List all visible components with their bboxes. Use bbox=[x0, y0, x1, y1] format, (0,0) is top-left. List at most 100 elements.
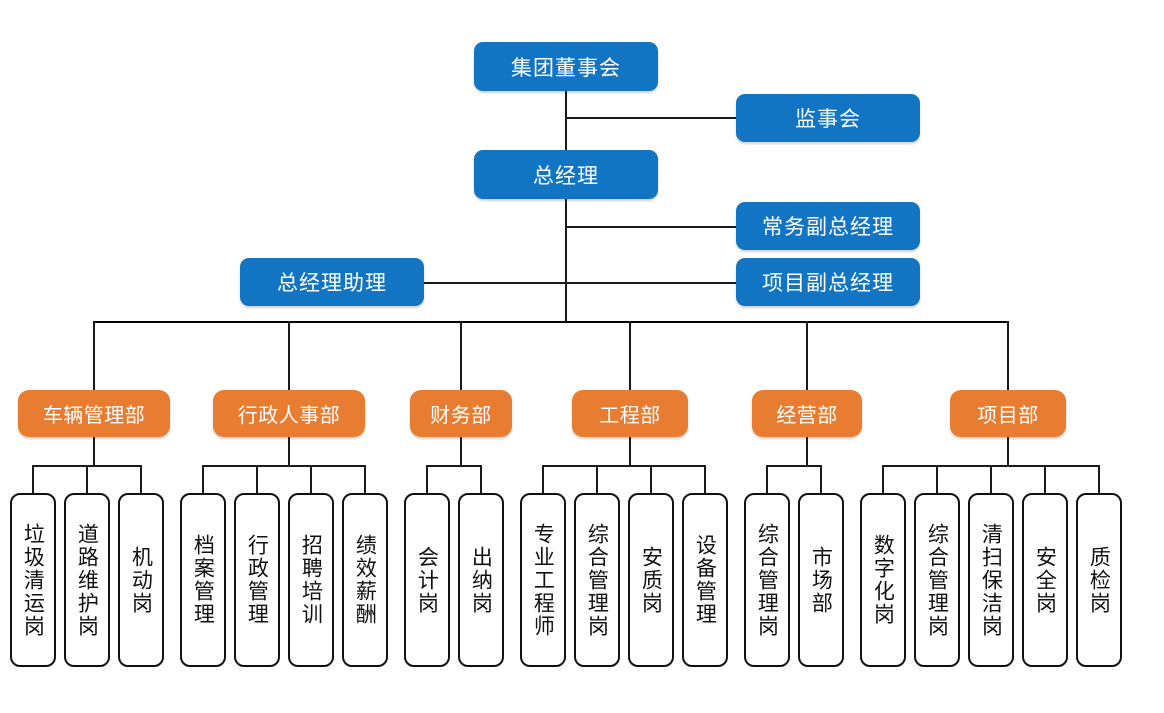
node-label: 绩效薪酬 bbox=[353, 534, 378, 626]
connector-subbus-to-position bbox=[990, 465, 992, 493]
node-label: 总经理 bbox=[533, 164, 599, 188]
node-position[interactable]: 出纳岗 bbox=[458, 493, 504, 667]
node-label: 招聘培训 bbox=[299, 534, 324, 626]
node-label: 集团董事会 bbox=[511, 56, 621, 80]
connector-department-stem bbox=[1007, 437, 1009, 465]
node-position[interactable]: 市场部 bbox=[798, 493, 844, 667]
node-project-deputy-gm[interactable]: 项目副总经理 bbox=[736, 258, 920, 306]
node-position[interactable]: 质检岗 bbox=[1076, 493, 1122, 667]
connector-department-subbus bbox=[883, 465, 1099, 467]
node-position[interactable]: 招聘培训 bbox=[288, 493, 334, 667]
node-label: 行政管理 bbox=[245, 534, 270, 626]
node-label: 清扫保洁岗 bbox=[979, 522, 1004, 638]
node-position[interactable]: 清扫保洁岗 bbox=[968, 493, 1014, 667]
connector-bus-to-department bbox=[806, 321, 808, 390]
node-label: 车辆管理部 bbox=[42, 405, 146, 427]
node-label: 工程部 bbox=[599, 405, 661, 427]
node-position[interactable]: 垃圾清运岗 bbox=[10, 493, 56, 667]
node-board-of-supervisors[interactable]: 监事会 bbox=[736, 94, 920, 142]
node-label: 会计岗 bbox=[415, 545, 440, 615]
node-label: 监事会 bbox=[795, 108, 861, 131]
node-label: 机动岗 bbox=[129, 545, 154, 615]
node-group-board[interactable]: 集团董事会 bbox=[474, 42, 658, 91]
node-label: 质检岗 bbox=[1087, 545, 1112, 615]
node-position[interactable]: 安全岗 bbox=[1022, 493, 1068, 667]
connector-subbus-to-position bbox=[426, 465, 428, 493]
node-position[interactable]: 综合管理岗 bbox=[744, 493, 790, 667]
node-label: 档案管理 bbox=[191, 534, 216, 626]
node-label: 总经理助理 bbox=[277, 272, 387, 295]
node-department[interactable]: 车辆管理部 bbox=[18, 390, 170, 437]
node-position[interactable]: 专业工程师 bbox=[520, 493, 566, 667]
node-label: 财务部 bbox=[430, 405, 492, 427]
connector-department-subbus bbox=[427, 465, 481, 467]
connector-subbus-to-position bbox=[1044, 465, 1046, 493]
connector-department-stem bbox=[460, 437, 462, 465]
node-position[interactable]: 行政管理 bbox=[234, 493, 280, 667]
node-position[interactable]: 会计岗 bbox=[404, 493, 450, 667]
connector-department-stem bbox=[288, 437, 290, 465]
connector-bus-to-department bbox=[629, 321, 631, 390]
node-department[interactable]: 工程部 bbox=[572, 390, 688, 437]
node-label: 项目部 bbox=[977, 405, 1039, 427]
connector-department-subbus bbox=[33, 465, 141, 467]
connector-gm-to-main-bus bbox=[565, 199, 567, 322]
node-label: 综合管理岗 bbox=[925, 522, 950, 638]
node-position[interactable]: 机动岗 bbox=[118, 493, 164, 667]
connector-subbus-to-position bbox=[820, 465, 822, 493]
node-position[interactable]: 数字化岗 bbox=[860, 493, 906, 667]
node-label: 垃圾清运岗 bbox=[21, 522, 46, 638]
connector-department-subbus bbox=[543, 465, 705, 467]
connector-department-subbus bbox=[203, 465, 365, 467]
node-position[interactable]: 综合管理岗 bbox=[574, 493, 620, 667]
node-position[interactable]: 综合管理岗 bbox=[914, 493, 960, 667]
node-position[interactable]: 档案管理 bbox=[180, 493, 226, 667]
node-label: 专业工程师 bbox=[531, 522, 556, 638]
node-label: 安全岗 bbox=[1033, 545, 1058, 615]
connector-subbus-to-position bbox=[86, 465, 88, 493]
connector-department-subbus bbox=[767, 465, 821, 467]
connector-subbus-to-position bbox=[310, 465, 312, 493]
node-label: 出纳岗 bbox=[469, 545, 494, 615]
node-position[interactable]: 绩效薪酬 bbox=[342, 493, 388, 667]
connector-bus-to-department bbox=[93, 321, 95, 390]
node-department[interactable]: 财务部 bbox=[410, 390, 512, 437]
connector-subbus-to-position bbox=[882, 465, 884, 493]
node-label: 常务副总经理 bbox=[762, 216, 894, 239]
connector-subbus-to-position bbox=[480, 465, 482, 493]
node-position[interactable]: 设备管理 bbox=[682, 493, 728, 667]
connector-subbus-to-position bbox=[256, 465, 258, 493]
connector-subbus-to-position bbox=[936, 465, 938, 493]
node-label: 市场部 bbox=[809, 545, 834, 615]
connector-subbus-to-position bbox=[202, 465, 204, 493]
connector-subbus-to-position bbox=[140, 465, 142, 493]
connector-gm-assistant-to-spine bbox=[424, 282, 565, 284]
connector-subbus-to-position bbox=[596, 465, 598, 493]
connector-department-stem bbox=[806, 437, 808, 465]
node-label: 综合管理岗 bbox=[755, 522, 780, 638]
node-general-manager[interactable]: 总经理 bbox=[474, 150, 658, 199]
node-label: 经营部 bbox=[776, 405, 838, 427]
connector-bus-to-department bbox=[1007, 321, 1009, 390]
connector-bus-to-department bbox=[460, 321, 462, 390]
node-label: 数字化岗 bbox=[871, 534, 896, 626]
node-department[interactable]: 经营部 bbox=[752, 390, 862, 437]
connector-spine-to-project-deputy-gm bbox=[565, 282, 736, 284]
node-executive-deputy-gm[interactable]: 常务副总经理 bbox=[736, 202, 920, 250]
connector-board-to-gm bbox=[565, 91, 567, 150]
node-label: 行政人事部 bbox=[237, 405, 341, 427]
node-label: 设备管理 bbox=[693, 534, 718, 626]
node-department[interactable]: 行政人事部 bbox=[213, 390, 365, 437]
node-department[interactable]: 项目部 bbox=[950, 390, 1066, 437]
connector-bus-to-department bbox=[288, 321, 290, 390]
connector-subbus-to-position bbox=[1098, 465, 1100, 493]
node-position[interactable]: 道路维护岗 bbox=[64, 493, 110, 667]
connector-subbus-to-position bbox=[542, 465, 544, 493]
node-gm-assistant[interactable]: 总经理助理 bbox=[240, 258, 424, 306]
connector-spine-to-executive-deputy-gm bbox=[565, 226, 736, 228]
node-label: 项目副总经理 bbox=[762, 272, 894, 295]
connector-department-stem bbox=[629, 437, 631, 465]
node-position[interactable]: 安质岗 bbox=[628, 493, 674, 667]
connector-department-stem bbox=[93, 437, 95, 465]
